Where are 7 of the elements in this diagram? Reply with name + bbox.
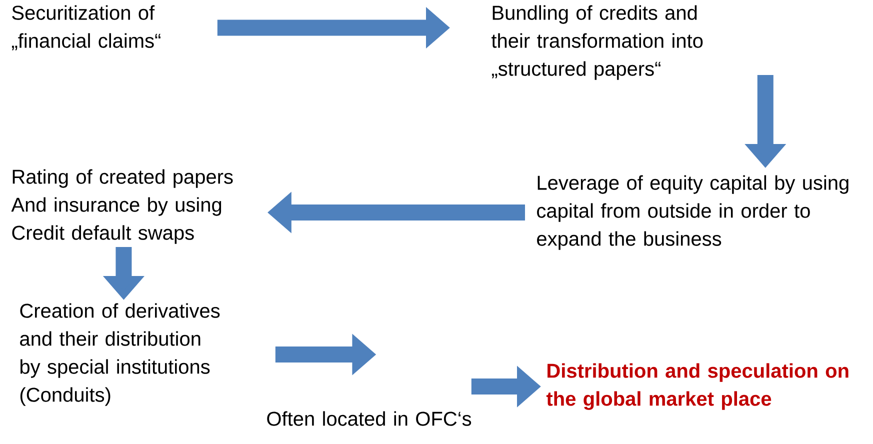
step-text: Leverage of equity capital by using capital from outside in order to expand the business [537, 175, 848, 250]
step-text: Bundling of credits and their transformation into „structured papers“ [492, 5, 703, 80]
step-text: Often located in OFC‘s [267, 411, 472, 426]
step-text: Securitization of „financial claims“ [12, 5, 160, 50]
step-text: Rating of created papers And insurance by using Credit default swaps [11, 169, 233, 244]
step-text: Creation of derivatives and their distribution by special institutions (Conduits) [20, 303, 220, 406]
highlighted-text: Distribution and speculation on the global market place [546, 363, 848, 410]
